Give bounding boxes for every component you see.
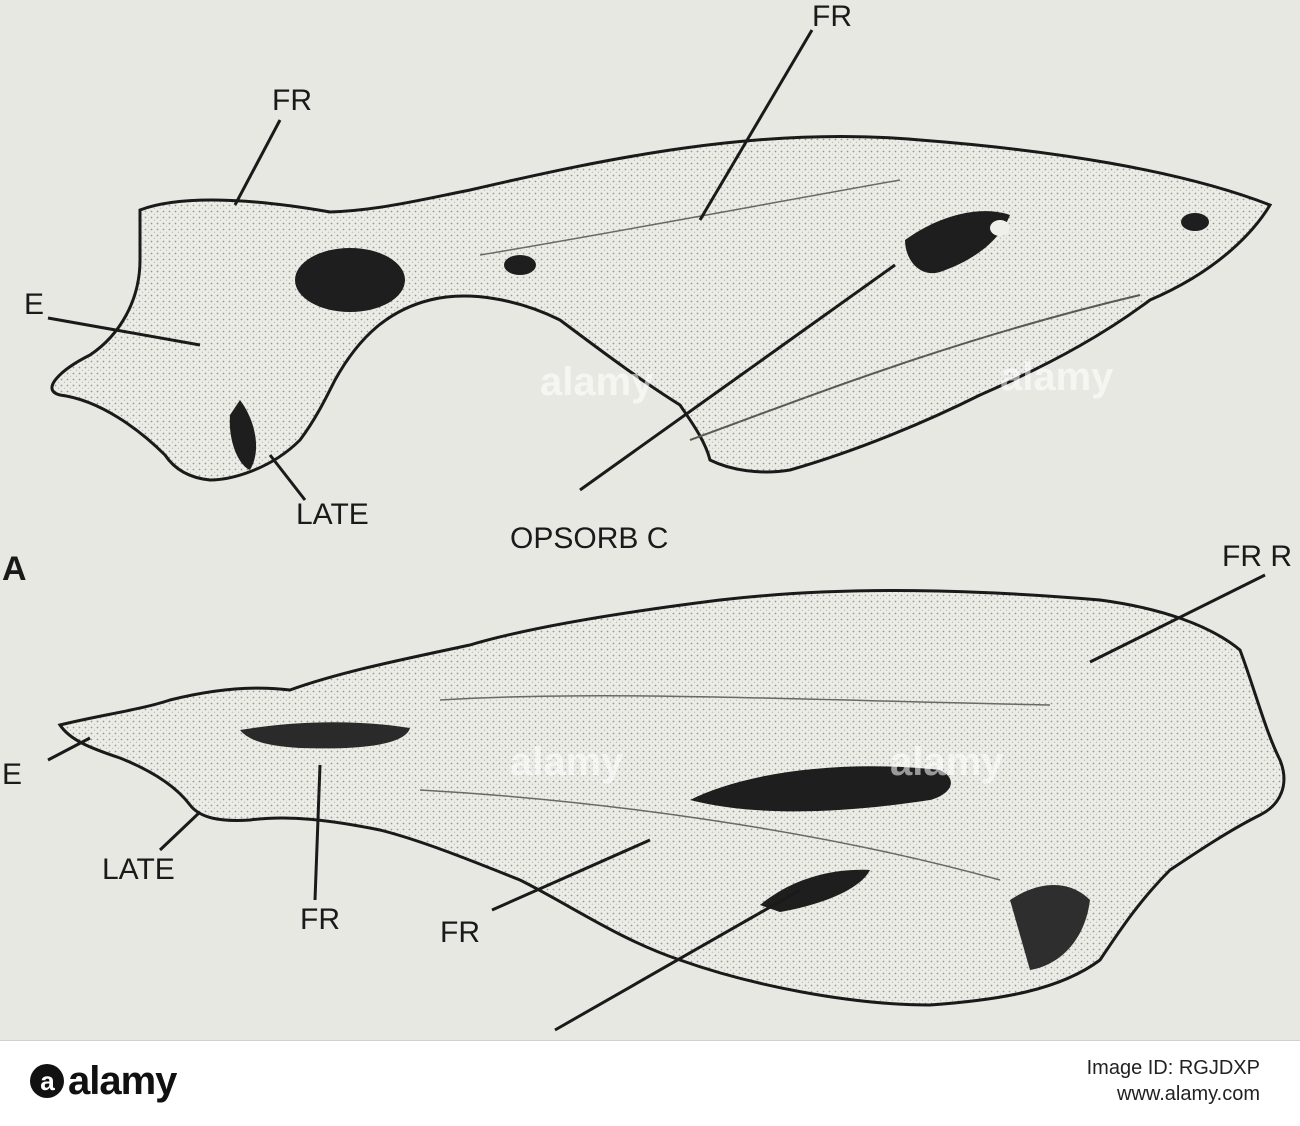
label-fr-top-a: FR (812, 0, 852, 33)
image-id: Image ID: RGJDXP (1086, 1057, 1260, 1079)
site-link[interactable]: www.alamy.com (1117, 1083, 1260, 1105)
footer-meta: Image ID: RGJDXP www.alamy.com (1087, 1055, 1260, 1107)
logo-mark-icon: a (30, 1064, 64, 1098)
label-e-b: E (2, 758, 23, 791)
label-fr2-b: FR (440, 916, 480, 949)
label-frr-b: FR R (1222, 540, 1292, 573)
figure-b-bone (57, 589, 1286, 1007)
label-late-b: LATE (102, 853, 175, 886)
figure-a-bone (50, 134, 1273, 482)
label-fr1-b: FR (300, 903, 340, 936)
figure-label-a: A (2, 550, 27, 588)
label-late-a: LATE (296, 498, 369, 531)
leader-lines (47, 29, 1266, 1032)
logo-text: alamy (68, 1059, 177, 1103)
label-e-a: E (24, 288, 45, 321)
label-fr-left-a: FR (272, 84, 312, 117)
label-opsorbc-a: OPSORB C (510, 522, 669, 555)
